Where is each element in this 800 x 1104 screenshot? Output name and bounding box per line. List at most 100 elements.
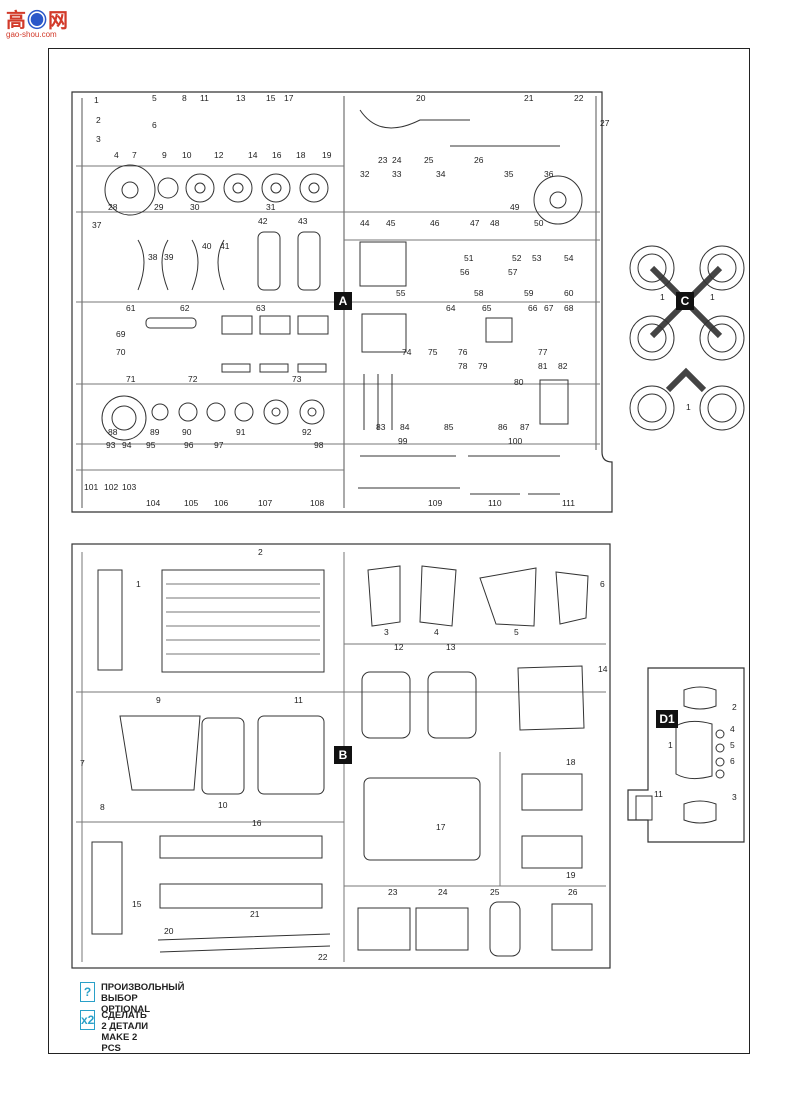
part-number-a-54: 54 <box>564 253 574 263</box>
make-two-icon: x2 <box>80 1010 96 1030</box>
part-number-b-26: 26 <box>568 887 578 897</box>
part-number-a-38: 38 <box>148 252 158 262</box>
part-number-a-84: 84 <box>400 422 410 432</box>
part-number-a-93: 93 <box>106 440 116 450</box>
part-number-a-31: 31 <box>266 202 276 212</box>
part-number-a-33: 33 <box>392 169 402 179</box>
site-logo: 高◉网 gao-shou.com <box>4 4 74 40</box>
legend-optional: ? ПРОИЗВОЛЬНЫЙ ВЫБОР OPTIONAL <box>80 982 189 1015</box>
part-number-a-40: 40 <box>202 241 212 251</box>
part-number-a-63: 63 <box>256 303 266 313</box>
part-number-a-65: 65 <box>482 303 492 313</box>
part-number-a-102: 102 <box>104 482 118 492</box>
part-number-a-17: 17 <box>284 93 294 103</box>
page-frame <box>48 48 750 1054</box>
optional-icon: ? <box>80 982 95 1002</box>
part-number-a-16: 16 <box>272 150 282 160</box>
part-number-a-27: 27 <box>600 118 610 128</box>
legend-optional-en: OPTIONAL <box>100 1004 151 1015</box>
part-number-a-43: 43 <box>298 216 308 226</box>
part-number-a-61: 61 <box>126 303 136 313</box>
part-number-c-1: 1 <box>710 292 715 302</box>
part-number-a-77: 77 <box>538 347 548 357</box>
part-number-a-44: 44 <box>360 218 370 228</box>
part-number-d1-2: 2 <box>732 702 737 712</box>
part-number-a-59: 59 <box>524 288 534 298</box>
legend-make-two: x2 СДЕЛАТЬ 2 ДЕТАЛИ MAKE 2 PCS <box>80 1010 152 1054</box>
sprue-label-c: C <box>676 292 694 310</box>
part-number-a-82: 82 <box>558 361 568 371</box>
part-number-a-69: 69 <box>116 329 126 339</box>
part-number-b-1: 1 <box>136 579 141 589</box>
part-number-c-1: 1 <box>660 292 665 302</box>
part-number-a-81: 81 <box>538 361 548 371</box>
part-number-d1-5: 5 <box>730 740 735 750</box>
part-number-a-56: 56 <box>460 267 470 277</box>
part-number-b-24: 24 <box>438 887 448 897</box>
part-number-a-9: 9 <box>162 150 167 160</box>
part-number-a-2: 2 <box>96 115 101 125</box>
part-number-b-25: 25 <box>490 887 500 897</box>
part-number-a-71: 71 <box>126 374 136 384</box>
part-number-a-6: 6 <box>152 120 157 130</box>
sprue-b-frame <box>71 543 611 969</box>
part-number-a-20: 20 <box>416 93 426 103</box>
part-number-a-41: 41 <box>220 241 230 251</box>
parts-b <box>91 565 593 957</box>
part-number-a-83: 83 <box>376 422 386 432</box>
part-number-a-22: 22 <box>574 93 584 103</box>
part-number-a-42: 42 <box>258 216 268 226</box>
part-number-b-15: 15 <box>132 899 142 909</box>
part-number-a-19: 19 <box>322 150 332 160</box>
logo-url: gao-shou.com <box>6 30 57 39</box>
part-number-d1-3: 3 <box>732 792 737 802</box>
sprue-label-d1: D1 <box>656 710 678 728</box>
part-number-b-22: 22 <box>318 952 328 962</box>
part-number-b-9: 9 <box>156 695 161 705</box>
part-number-b-13: 13 <box>446 642 456 652</box>
part-number-a-47: 47 <box>470 218 480 228</box>
part-number-a-76: 76 <box>458 347 468 357</box>
part-number-a-21: 21 <box>524 93 534 103</box>
part-number-b-23: 23 <box>388 887 398 897</box>
part-number-a-26: 26 <box>474 155 484 165</box>
part-number-a-36: 36 <box>544 169 554 179</box>
part-number-a-78: 78 <box>458 361 468 371</box>
part-number-a-11: 11 <box>200 93 209 103</box>
parts-a-misc <box>137 109 569 495</box>
part-number-a-34: 34 <box>436 169 446 179</box>
part-number-d1-1: 1 <box>668 740 673 750</box>
part-number-a-103: 103 <box>122 482 136 492</box>
legend-make-two-ru: СДЕЛАТЬ 2 ДЕТАЛИ <box>101 1010 149 1032</box>
part-number-a-58: 58 <box>474 288 484 298</box>
tires-c <box>629 245 745 431</box>
part-number-b-2: 2 <box>258 547 263 557</box>
part-number-a-86: 86 <box>498 422 508 432</box>
part-number-a-104: 104 <box>146 498 160 508</box>
part-number-b-18: 18 <box>566 757 576 767</box>
part-number-a-53: 53 <box>532 253 542 263</box>
part-number-a-107: 107 <box>258 498 272 508</box>
part-number-b-21: 21 <box>250 909 260 919</box>
part-number-c-1: 1 <box>686 402 691 412</box>
part-number-b-10: 10 <box>218 800 228 810</box>
part-number-b-20: 20 <box>164 926 174 936</box>
part-number-a-96: 96 <box>184 440 194 450</box>
part-number-a-25: 25 <box>424 155 434 165</box>
part-number-a-87: 87 <box>520 422 530 432</box>
part-number-a-95: 95 <box>146 440 156 450</box>
part-number-a-37: 37 <box>92 220 102 230</box>
part-number-a-68: 68 <box>564 303 574 313</box>
legend-make-two-en: MAKE 2 PCS <box>101 1032 138 1054</box>
part-number-d1-11: 11 <box>654 789 663 799</box>
part-number-a-111: 111 <box>562 498 575 508</box>
part-number-a-10: 10 <box>182 150 192 160</box>
part-number-a-90: 90 <box>182 427 192 437</box>
part-number-b-4: 4 <box>434 627 439 637</box>
part-number-a-85: 85 <box>444 422 454 432</box>
part-number-a-23: 23 <box>378 155 388 165</box>
part-number-b-12: 12 <box>394 642 404 652</box>
part-number-a-4: 4 <box>114 150 119 160</box>
part-number-a-50: 50 <box>534 218 544 228</box>
part-number-a-55: 55 <box>396 288 406 298</box>
